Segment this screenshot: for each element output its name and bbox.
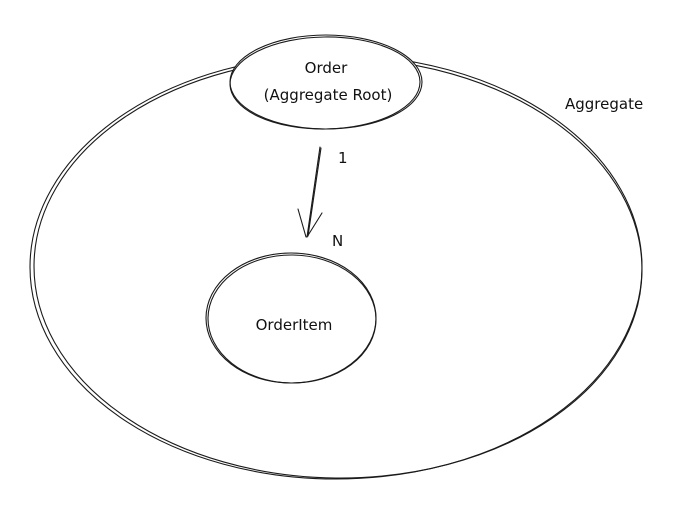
relation-arrow bbox=[297, 146, 323, 238]
orderitem-node-label: OrderItem bbox=[256, 316, 333, 334]
aggregate-label: Aggregate bbox=[565, 95, 643, 113]
order-node-subtitle: (Aggregate Root) bbox=[264, 86, 393, 104]
orderitem-node[interactable]: OrderItem bbox=[205, 252, 377, 384]
cardinality-source-label: 1 bbox=[338, 149, 348, 167]
cardinality-target-label: N bbox=[332, 232, 343, 250]
order-node-title: Order bbox=[305, 59, 348, 77]
order-node[interactable]: Order (Aggregate Root) bbox=[229, 34, 423, 130]
